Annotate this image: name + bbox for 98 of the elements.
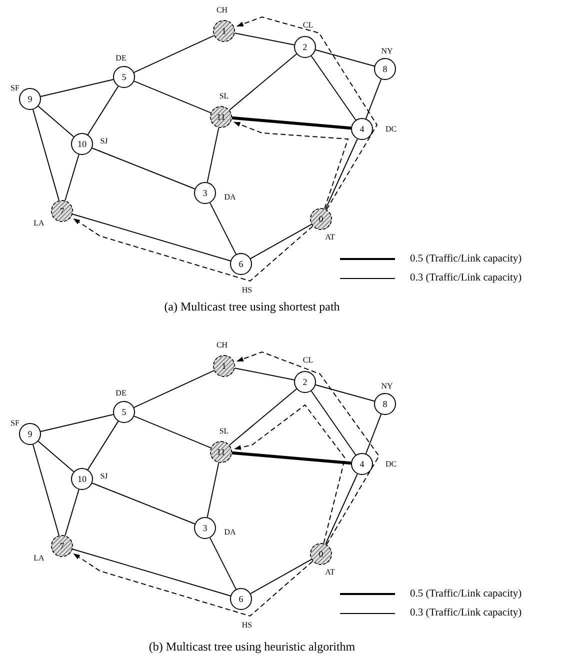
city-label: SL [219, 426, 229, 436]
city-label: HS [242, 620, 252, 630]
router-node-circle: 2 [294, 36, 316, 58]
link-line [315, 384, 375, 402]
legend-text: 0.3 (Traffic/Link capacity) [410, 608, 522, 618]
link-line [250, 224, 312, 260]
link-line [365, 78, 382, 120]
link-line [325, 138, 358, 210]
router-node-circle: 3 [194, 182, 216, 204]
figure-caption: (b) Multicast tree using heuristic algorithm [148, 640, 356, 654]
link-line [87, 420, 119, 470]
link-line [310, 390, 356, 456]
city-label: SL [219, 92, 229, 100]
legend-text: 0.5 (Traffic/Link capacity) [410, 254, 522, 264]
router-node-circle: 10 [71, 133, 93, 155]
legend-text: 0.5 (Traffic/Link capacity) [410, 588, 522, 600]
city-label: DE [116, 388, 126, 398]
link-line [365, 414, 382, 454]
link-line [38, 106, 74, 138]
member-node-circle: 0 [310, 543, 332, 565]
link-line [38, 440, 74, 472]
multicast-path-arrow [236, 16, 378, 210]
link-line [134, 416, 212, 448]
link-line [134, 35, 214, 73]
link-line [234, 32, 295, 46]
link-line [72, 214, 231, 262]
city-label: DA [224, 528, 236, 536]
link-line [315, 49, 375, 67]
city-label: HS [242, 286, 252, 294]
multicast-path-arrow [73, 553, 314, 617]
city-label: DC [385, 460, 397, 468]
router-node-circle: 6 [230, 588, 252, 610]
figure-caption: (a) Multicast tree using shortest path [164, 300, 340, 314]
router-node-circle: 4 [351, 118, 373, 140]
link-line [325, 474, 358, 544]
member-node-circle: 7 [51, 535, 73, 557]
multicast-path-arrow [73, 218, 314, 282]
link-line [232, 116, 352, 130]
member-node-circle: 1 [213, 20, 235, 42]
link-line [232, 451, 352, 465]
city-label: DC [385, 124, 397, 134]
link-line [229, 54, 297, 110]
city-label: DA [224, 192, 236, 202]
router-node-circle: 8 [374, 393, 396, 415]
city-label: NY [381, 382, 393, 390]
city-label: LA [34, 554, 44, 562]
link-line [87, 86, 119, 136]
multicast-path-arrow [234, 404, 346, 544]
multicast-path-arrow [233, 122, 349, 210]
city-label: SF [10, 84, 20, 92]
link-line [210, 537, 236, 590]
router-node-circle: 4 [351, 453, 373, 475]
city-label: AT [325, 232, 335, 242]
link-line [206, 462, 220, 518]
city-label: CL [302, 20, 314, 30]
link-line [310, 56, 356, 120]
router-node-circle: 10 [71, 468, 93, 490]
link-line [134, 80, 212, 114]
city-label: DE [116, 54, 126, 62]
router-node-circle: 9 [19, 423, 41, 445]
link-line [72, 548, 231, 596]
city-label: NY [381, 46, 393, 56]
link-line [210, 202, 236, 255]
multicast-path-arrow [236, 351, 380, 545]
member-node-circle: 7 [51, 200, 73, 222]
link-line [229, 388, 297, 446]
router-node-circle: 6 [230, 253, 252, 275]
link-line [234, 368, 295, 380]
city-label: CL [302, 356, 314, 364]
city-label: SJ [100, 472, 108, 480]
city-label: CH [216, 6, 228, 14]
city-label: CH [216, 340, 228, 350]
router-node-circle: 8 [374, 58, 396, 80]
city-label: SJ [100, 136, 108, 146]
legend-text: 0.3 (Traffic/Link capacity) [410, 272, 522, 284]
link-line [40, 414, 114, 432]
city-label: AT [325, 568, 335, 576]
member-node-circle: 0 [310, 208, 332, 230]
link-line [92, 148, 196, 190]
link-line [206, 127, 220, 183]
router-node-circle: 2 [294, 371, 316, 393]
router-node-circle: 5 [113, 66, 135, 88]
city-label: LA [34, 218, 44, 228]
link-line [64, 489, 80, 536]
router-node-circle: 9 [19, 88, 41, 110]
member-node-circle: 11 [210, 441, 232, 463]
link-line [134, 370, 214, 408]
link-line [32, 444, 60, 536]
link-line [92, 482, 196, 524]
member-node-circle: 1 [213, 355, 235, 377]
link-line [32, 109, 60, 201]
router-node-circle: 3 [194, 517, 216, 539]
link-line [40, 79, 114, 97]
router-node-circle: 5 [113, 401, 135, 423]
link-line [250, 558, 312, 594]
link-line [64, 154, 80, 201]
city-label: SF [10, 418, 20, 428]
member-node-circle: 11 [210, 106, 232, 128]
